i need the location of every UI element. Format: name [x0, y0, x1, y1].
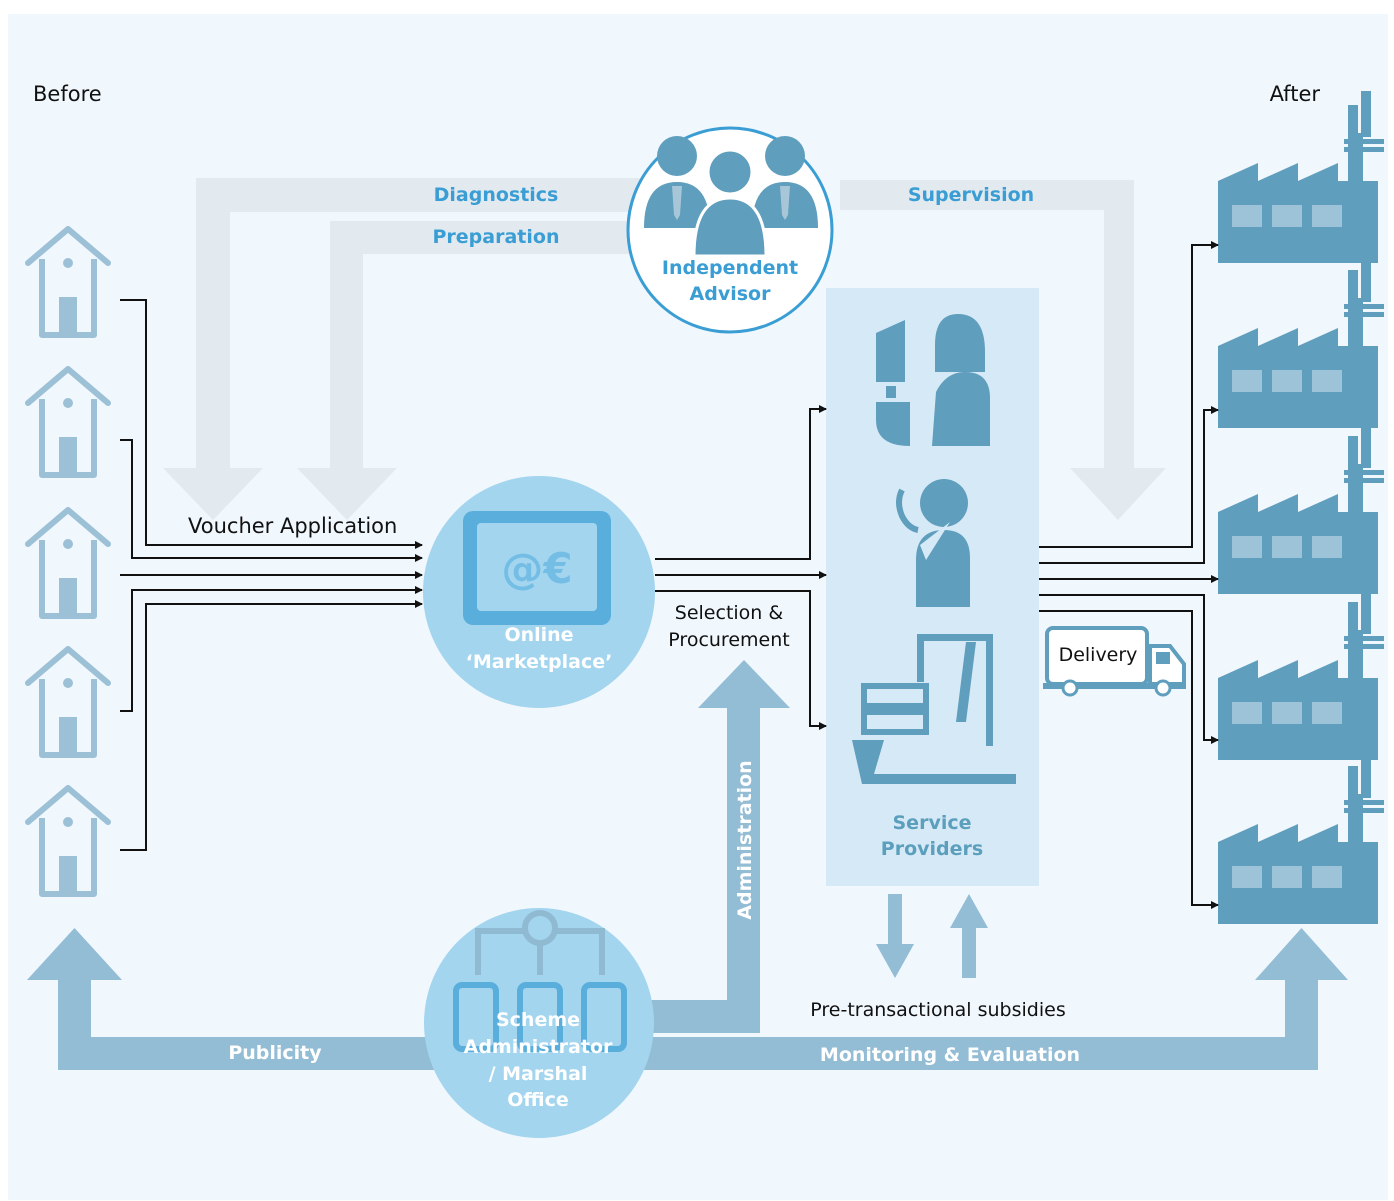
monitoring-evaluation-label: Monitoring & Evaluation	[820, 1044, 1080, 1066]
truck-icon	[1043, 626, 1186, 697]
call-center-icon	[896, 479, 970, 607]
selection-procurement-label-line-2: Procurement	[668, 629, 789, 651]
voucher-application-lines	[120, 299, 423, 851]
marketplace-screen-text: @€	[501, 544, 572, 593]
monitoring-arrow	[640, 928, 1348, 1070]
administrator-label-line-1: Scheme	[496, 1009, 580, 1031]
preparation-arrow	[297, 221, 640, 520]
administrator-label-line-3: / Marshal	[489, 1063, 588, 1085]
pre-transactional-subsidies-label: Pre-transactional subsidies	[810, 999, 1065, 1021]
supervision-label: Supervision	[908, 184, 1034, 206]
publicity-label: Publicity	[228, 1042, 322, 1064]
publicity-arrow	[27, 928, 458, 1070]
marketplace-label-line-2: ‘Marketplace’	[466, 651, 613, 673]
selection-procurement-label-line-1: Selection &	[675, 602, 784, 624]
voucher-application-label: Voucher Application	[188, 514, 397, 538]
service-providers-label-line-2: Providers	[881, 838, 983, 860]
marketplace-label-line-1: Online	[504, 624, 573, 646]
laboratory-icon	[852, 634, 1016, 784]
diagnostics-label: Diagnostics	[434, 184, 559, 206]
before-label: Before	[33, 82, 102, 106]
selection-procurement-lines	[655, 405, 827, 730]
administration-label: Administration	[734, 760, 756, 919]
administrator-label-line-4: Office	[507, 1089, 569, 1111]
advisor-label-line-1: Independent	[662, 257, 798, 279]
delivery-lines	[1039, 241, 1219, 909]
independent-advisor-node: Independent Advisor	[626, 126, 834, 334]
delivery-label: Delivery	[1059, 644, 1138, 666]
org-chart-icon	[453, 910, 627, 1052]
service-providers-label-line-1: Service	[893, 812, 972, 834]
administrator-label-line-2: Administrator	[464, 1036, 613, 1058]
computer-screen-icon: @€	[463, 511, 611, 625]
people-group-icon	[644, 136, 818, 258]
scheme-administrator-node: Scheme Administrator / Marshal Office	[424, 908, 654, 1138]
preparation-label: Preparation	[433, 226, 560, 248]
supervision-arrow	[840, 180, 1166, 520]
administration-arrow	[640, 660, 790, 1033]
after-label: After	[1270, 82, 1321, 106]
subsidy-arrows	[876, 894, 988, 978]
online-marketplace-node: @€ Online ‘Marketplace’	[423, 476, 655, 708]
consultant-icon	[876, 314, 990, 446]
advisor-label-line-2: Advisor	[690, 283, 772, 305]
diagnostics-arrow	[163, 178, 640, 520]
